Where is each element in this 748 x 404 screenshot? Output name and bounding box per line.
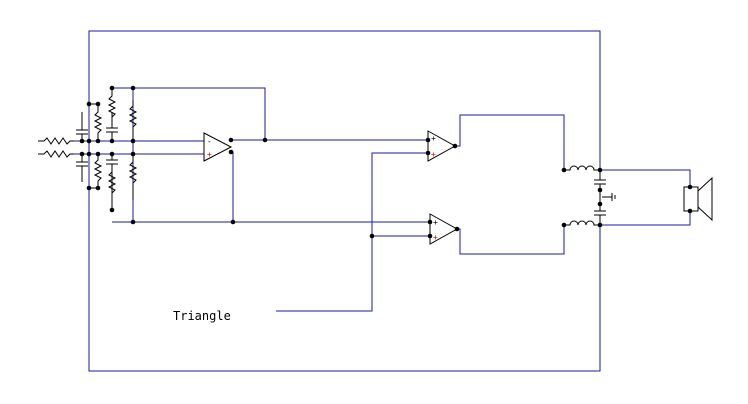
- resistor-r4: [107, 166, 117, 212]
- wire-outer-bottom: [88, 188, 601, 372]
- cmp1-plus-sign: +: [431, 134, 436, 143]
- inductor-top: [564, 165, 600, 171]
- triangle-label: Triangle: [173, 309, 231, 323]
- opamp1-minus-sign: -: [207, 137, 212, 146]
- output-filter-caps: [594, 170, 616, 225]
- opamp-integrator: - +: [203, 132, 233, 162]
- resistor-r6: [128, 154, 138, 200]
- wires: [74, 30, 691, 372]
- wire-outer-top: [88, 30, 601, 170]
- opamp1-plus-sign: +: [207, 150, 212, 159]
- capacitor-c1: [76, 112, 88, 141]
- wire-cmp2-out: [455, 225, 565, 255]
- cmp2-plus-sign: +: [433, 218, 438, 227]
- capacitor-c2: [76, 154, 88, 182]
- input-resistor-bottom: [38, 150, 74, 158]
- wire-speaker-bottom: [600, 211, 691, 226]
- wire-opamp1-feedback: [231, 151, 234, 222]
- input-resistor-top: [38, 137, 74, 145]
- capacitor-c4: [106, 154, 118, 210]
- cmp2-minus-sign: +: [433, 233, 438, 242]
- inductor-bottom: [564, 220, 600, 226]
- resistor-r3: [107, 88, 117, 126]
- wire-triangle: [276, 152, 428, 312]
- cmp1-minus-sign: +: [431, 150, 436, 159]
- wire-top-rail: [112, 87, 266, 140]
- loudspeaker-icon: [683, 176, 713, 222]
- resistor-r1: [93, 104, 103, 141]
- resistor-r2: [93, 154, 103, 188]
- input-network: [38, 88, 138, 212]
- junction-dots: [79, 85, 693, 239]
- resistor-r5: [128, 100, 138, 141]
- wire-speaker-top: [600, 169, 691, 187]
- comparator-top: + +: [427, 130, 457, 162]
- comparator-bottom: + +: [429, 213, 459, 245]
- wire-cmp1-out: [455, 114, 565, 170]
